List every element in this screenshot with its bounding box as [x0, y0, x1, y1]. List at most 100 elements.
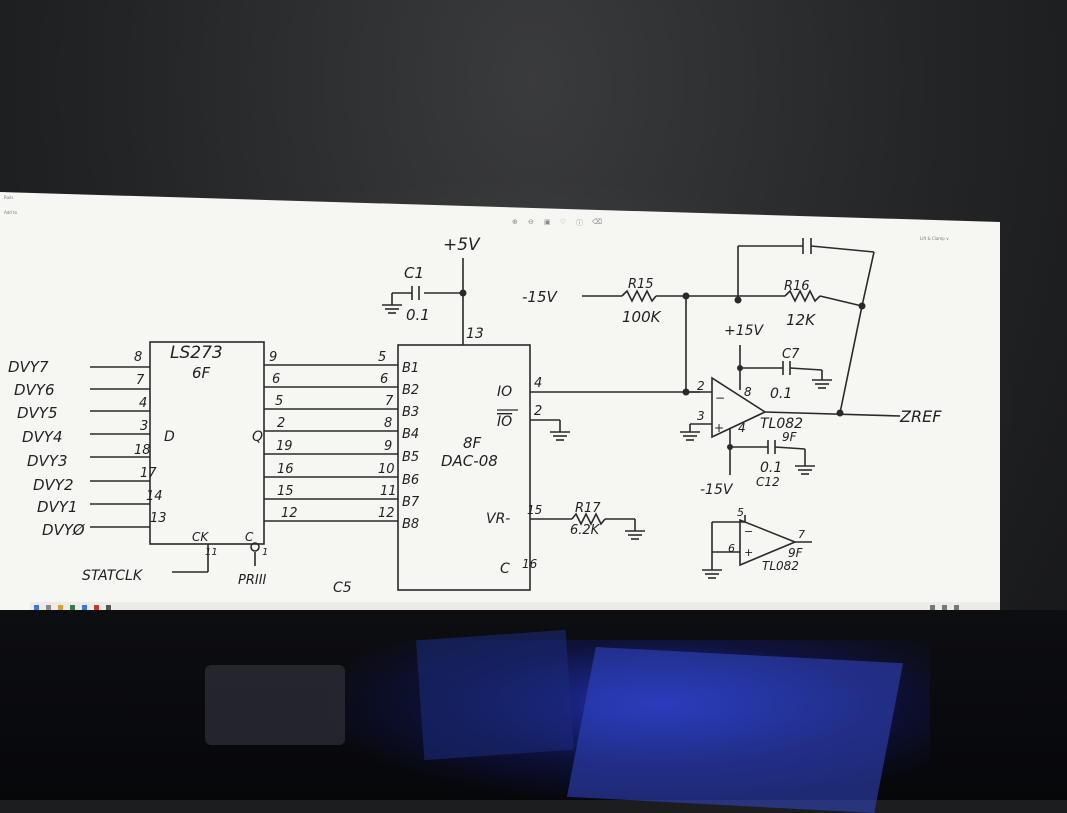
- dac-bit-label: B8: [402, 517, 419, 532]
- opamp-pos-supply: +15V: [724, 323, 765, 339]
- delete-icon[interactable]: ⌫: [592, 218, 602, 226]
- dac-bit-label: B2: [402, 383, 419, 398]
- opamp2-minus: −: [744, 525, 753, 538]
- r16-name: R16: [784, 279, 810, 294]
- input-signal: DVY3: [27, 452, 68, 470]
- output-pin: 19: [276, 439, 293, 454]
- opamp-loc: 9F: [782, 430, 798, 444]
- info-icon[interactable]: ⓘ: [576, 219, 583, 227]
- dac-io-pin: 4: [534, 376, 542, 391]
- dac-bit-pin: 12: [378, 506, 395, 521]
- input-pin: 18: [134, 443, 151, 458]
- input-pin: 4: [139, 396, 147, 411]
- opamp-pin-vee: 4: [738, 421, 746, 435]
- c7-value: 0.1: [770, 386, 792, 402]
- viewer-edit-menu[interactable]: Lift & Clamp ∨: [920, 236, 949, 241]
- opamp-pin-noninv: 3: [697, 409, 705, 423]
- opamp2-plus: +: [744, 546, 753, 559]
- dac-bit-pin: 6: [380, 372, 388, 387]
- opamp-pin-vcc: 8: [744, 385, 752, 399]
- desk-box: [415, 629, 575, 761]
- monitor-screen: Rails Add to ⊕ ⊖ ▣ ♡ ⓘ ⌫ Lift & Clamp ∨: [0, 192, 1000, 612]
- c7-name: C7: [782, 347, 800, 362]
- dac-c-label: C: [500, 561, 510, 577]
- r15-name: R15: [628, 277, 654, 292]
- ls273-c-pin: 1: [262, 547, 268, 558]
- input-signal: DVY5: [17, 404, 58, 422]
- opamp2-triangle: [739, 518, 798, 567]
- dac-bit-pin: 9: [384, 439, 392, 454]
- c12-name: C12: [756, 475, 780, 489]
- dac-bit-pin: 8: [384, 416, 392, 431]
- search-icon[interactable]: [46, 605, 51, 610]
- desk-device: [205, 665, 345, 745]
- dac-bit-pin: 10: [378, 462, 395, 477]
- output-pin: 5: [275, 394, 283, 409]
- tray-clock-icon[interactable]: [954, 605, 959, 610]
- opamp2-loc: 9F: [788, 546, 804, 560]
- photos-icon[interactable]: [106, 605, 111, 610]
- input-pin: 7: [136, 373, 145, 388]
- browser-icon[interactable]: [82, 605, 87, 610]
- dac-name: DAC-08: [441, 452, 498, 470]
- opamp-triangle: [711, 376, 767, 439]
- tray-volume-icon[interactable]: [942, 605, 947, 610]
- r16-value: 12K: [786, 311, 816, 329]
- dac-vcc-pin: 13: [466, 326, 484, 342]
- dac-bit-label: B6: [402, 473, 419, 488]
- viewer-title: Rails: [4, 195, 14, 200]
- dac08-body: [397, 344, 531, 591]
- opamp2-pin5: 5: [737, 506, 744, 519]
- input-pin: 13: [150, 511, 167, 526]
- dac-bit-label: B4: [402, 427, 419, 442]
- opamp-minus: −: [715, 391, 725, 405]
- app-icon[interactable]: [70, 605, 75, 610]
- start-icon[interactable]: [34, 605, 39, 610]
- opamp-name: TL082: [760, 416, 803, 432]
- output-pin: 12: [281, 506, 298, 521]
- reset-signal: PRIII: [238, 573, 267, 588]
- dac-bit-label: B1: [402, 361, 419, 376]
- ls273-q: Q: [252, 429, 263, 445]
- output-pin: 2: [277, 416, 285, 431]
- dac-vr-pin: 15: [527, 503, 542, 517]
- output-pin: 6: [272, 372, 280, 387]
- opamp-plus: +: [714, 421, 724, 435]
- tray-network-icon[interactable]: [930, 605, 935, 610]
- zoom-in-icon[interactable]: ⊕: [512, 218, 518, 226]
- dac-bit-pin: 7: [385, 394, 394, 409]
- viewer-toolbar: Rails Add to ⊕ ⊖ ▣ ♡ ⓘ ⌫ Lift & Clamp ∨: [0, 192, 1000, 241]
- input-pin: 17: [140, 466, 157, 481]
- r15-value: 100K: [622, 308, 662, 326]
- output-pin: 9: [269, 350, 277, 365]
- ls273-ck: CK: [192, 530, 209, 544]
- opamp-pin-inv: 2: [697, 379, 705, 393]
- input-signal: DVY6: [14, 381, 55, 399]
- c12-value: 0.1: [760, 460, 782, 476]
- viewer-add-link[interactable]: Add to: [4, 210, 18, 215]
- folder-icon[interactable]: [58, 605, 63, 610]
- fit-icon[interactable]: ▣: [544, 218, 551, 226]
- dac-iobar-label: IO: [497, 414, 512, 430]
- dac-loc: 8F: [463, 434, 482, 452]
- dac-iobar-pin: 2: [534, 404, 542, 419]
- favorite-icon[interactable]: ♡: [560, 218, 567, 226]
- sheet-ref: C5: [333, 580, 352, 596]
- c1-name: C1: [404, 264, 424, 282]
- opamp2-pin-out: 7: [798, 528, 805, 541]
- ls273-d: D: [164, 429, 175, 445]
- dac-bit-pin: 11: [380, 484, 397, 499]
- zoom-out-icon[interactable]: ⊖: [528, 218, 534, 226]
- input-pin: 14: [146, 489, 163, 504]
- neg-supply-label: -15V: [522, 288, 558, 306]
- ls273-c: C: [245, 530, 254, 544]
- zref-output: ZREF: [899, 407, 942, 426]
- input-signal: DVYØ: [42, 521, 86, 539]
- dac-c-pin: 16: [522, 557, 538, 571]
- dac-bit-label: B5: [402, 450, 419, 465]
- supply-5v-label: +5V: [443, 235, 481, 255]
- input-pin: 8: [134, 350, 142, 365]
- opamp-neg-supply: -15V: [700, 482, 734, 498]
- dac-bit-pin: 5: [378, 350, 386, 365]
- media-icon[interactable]: [94, 605, 99, 610]
